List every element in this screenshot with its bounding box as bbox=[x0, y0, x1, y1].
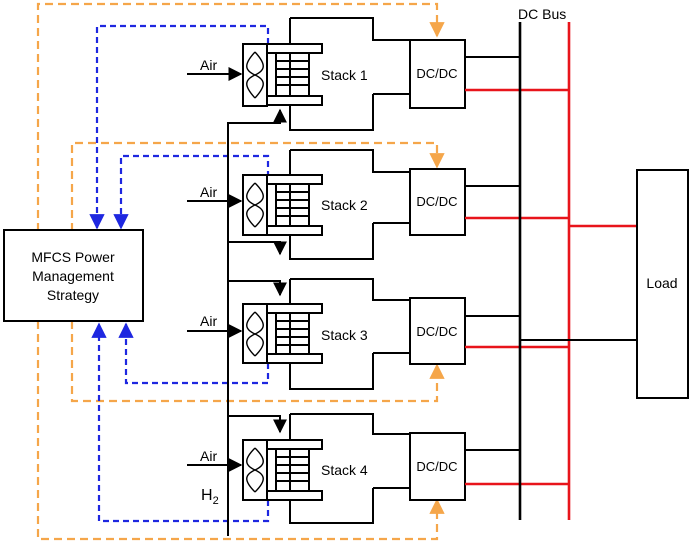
stack-2-air-label: Air bbox=[200, 184, 217, 200]
blue-line-stack1 bbox=[89, 24, 270, 230]
stack-4-dcdc-box bbox=[409, 432, 466, 501]
stack-3-fan bbox=[242, 303, 268, 364]
orange-control-lines bbox=[36, 2, 445, 541]
stack-3-plate-top bbox=[266, 303, 323, 314]
stack-4-air-label: Air bbox=[200, 448, 217, 464]
h2-manifold bbox=[227, 108, 287, 536]
stack-1-air-label: Air bbox=[200, 57, 217, 73]
stack-1-label: Stack 1 bbox=[321, 67, 368, 83]
stack-4-dcdc-label: DC/DC bbox=[416, 459, 457, 474]
stack-1-plate-top bbox=[266, 43, 323, 54]
stack-1-outline bbox=[289, 17, 410, 131]
stack-4-label: Stack 4 bbox=[321, 462, 368, 478]
orange-line-stack1 bbox=[36, 2, 445, 231]
stack-2-outline bbox=[289, 149, 410, 260]
stack-4-plate-top bbox=[266, 439, 323, 450]
stack-3: Air Stack 3 DC/DC bbox=[187, 278, 569, 390]
blue-line-stack2 bbox=[113, 154, 270, 230]
blue-control-lines bbox=[89, 24, 270, 523]
stack-2-plate-bottom bbox=[266, 225, 323, 236]
stack-4: Air Stack 4 DC/DC bbox=[187, 413, 569, 524]
strategy-block: MFCS Power Management Strategy bbox=[3, 229, 144, 322]
stack-3-dcdc-label: DC/DC bbox=[416, 324, 457, 339]
stack-2: Air Stack 2 DC/DC bbox=[187, 149, 569, 260]
stack-2-label: Stack 2 bbox=[321, 197, 368, 213]
stack-4-outline bbox=[289, 413, 410, 524]
strategy-label-line1: MFCS Power bbox=[31, 249, 115, 265]
orange-line-stack4 bbox=[36, 321, 445, 541]
load-block: Load bbox=[636, 169, 689, 399]
stack-1-plate-bottom bbox=[266, 95, 323, 106]
stack-3-outline bbox=[289, 278, 410, 390]
blue-line-stack3 bbox=[118, 322, 270, 385]
blue-line-stack4 bbox=[91, 322, 270, 523]
stack-1: Air Stack 1 DC/DC bbox=[187, 17, 569, 131]
load-box bbox=[636, 169, 689, 399]
strategy-label-line3: Strategy bbox=[47, 287, 99, 303]
stack-3-air-label: Air bbox=[200, 313, 217, 329]
stack-1-dcdc-box bbox=[409, 39, 466, 109]
stack-3-dcdc-box bbox=[409, 297, 466, 365]
load-label: Load bbox=[646, 275, 677, 291]
strategy-label-line2: Management bbox=[32, 268, 114, 284]
stack-1-dcdc-label: DC/DC bbox=[416, 66, 457, 81]
stack-4-fan bbox=[242, 439, 268, 501]
strategy-box bbox=[3, 229, 144, 322]
h2-label: H2 bbox=[201, 487, 219, 507]
orange-line-stack2 bbox=[70, 141, 445, 231]
dc-bus: DC Bus bbox=[518, 6, 637, 520]
stack-2-plate-top bbox=[266, 174, 323, 185]
dc-bus-label: DC Bus bbox=[518, 6, 566, 22]
stack-2-dcdc-label: DC/DC bbox=[416, 194, 457, 209]
stack-3-plate-bottom bbox=[266, 353, 323, 364]
stack-2-dcdc-box bbox=[409, 168, 466, 236]
stack-4-plate-bottom bbox=[266, 490, 323, 501]
orange-line-stack3 bbox=[70, 321, 445, 403]
stack-3-label: Stack 3 bbox=[321, 327, 368, 343]
